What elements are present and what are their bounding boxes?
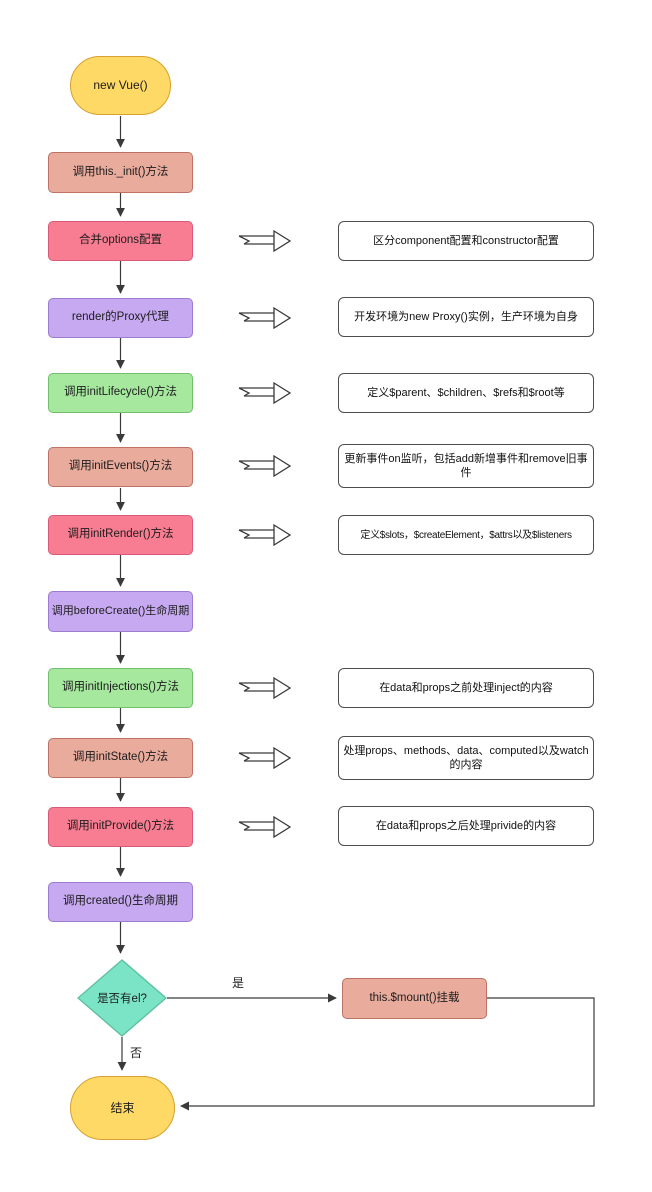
annotation-render-proxy: 开发环境为new Proxy()实例，生产环境为自身 [338,297,594,337]
node-init-state: 调用initState()方法 [48,738,193,778]
node-render-proxy: render的Proxy代理 [48,298,193,338]
block-arrow-icon [238,524,292,546]
annotation-init-render: 定义$slots，$createElement，$attrs以及$listene… [338,515,594,555]
annotation-init-injections: 在data和props之前处理inject的内容 [338,668,594,708]
decision-label: 是否有el? [97,993,147,1005]
block-arrow-icon [238,677,292,699]
node-merge-options: 合并options配置 [48,221,193,261]
block-arrow-icon [238,455,292,477]
block-arrow-icon [238,230,292,252]
node-mount: this.$mount()挂载 [342,978,487,1019]
block-arrow-icon [238,382,292,404]
node-init-events: 调用initEvents()方法 [48,447,193,487]
annotation-init-lifecycle: 定义$parent、$children、$refs和$root等 [338,373,594,413]
node-init-provide: 调用initProvide()方法 [48,807,193,847]
annotation-init-provide: 在data和props之后处理privide的内容 [338,806,594,846]
node-has-el-decision: 是否有el? [77,959,167,1037]
annotation-merge-options: 区分component配置和constructor配置 [338,221,594,261]
block-arrow-icon [238,747,292,769]
node-end: 结束 [70,1076,175,1140]
node-init-lifecycle: 调用initLifecycle()方法 [48,373,193,413]
node-init-injections: 调用initInjections()方法 [48,668,193,708]
annotation-init-events: 更新事件on监听，包括add新增事件和remove旧事件 [338,444,594,488]
annotation-init-state: 处理props、methods、data、computed以及watch的内容 [338,736,594,780]
diamond-shape [77,959,167,1037]
block-arrow-icon [238,307,292,329]
edge-label-yes: 是 [232,976,245,990]
node-init: 调用this._init()方法 [48,152,193,193]
block-arrow-icon [238,816,292,838]
node-start: new Vue() [70,56,171,115]
node-before-create: 调用beforeCreate()生命周期 [48,591,193,632]
edge-label-no: 否 [130,1046,143,1060]
node-created: 调用created()生命周期 [48,882,193,922]
node-init-render: 调用initRender()方法 [48,515,193,555]
